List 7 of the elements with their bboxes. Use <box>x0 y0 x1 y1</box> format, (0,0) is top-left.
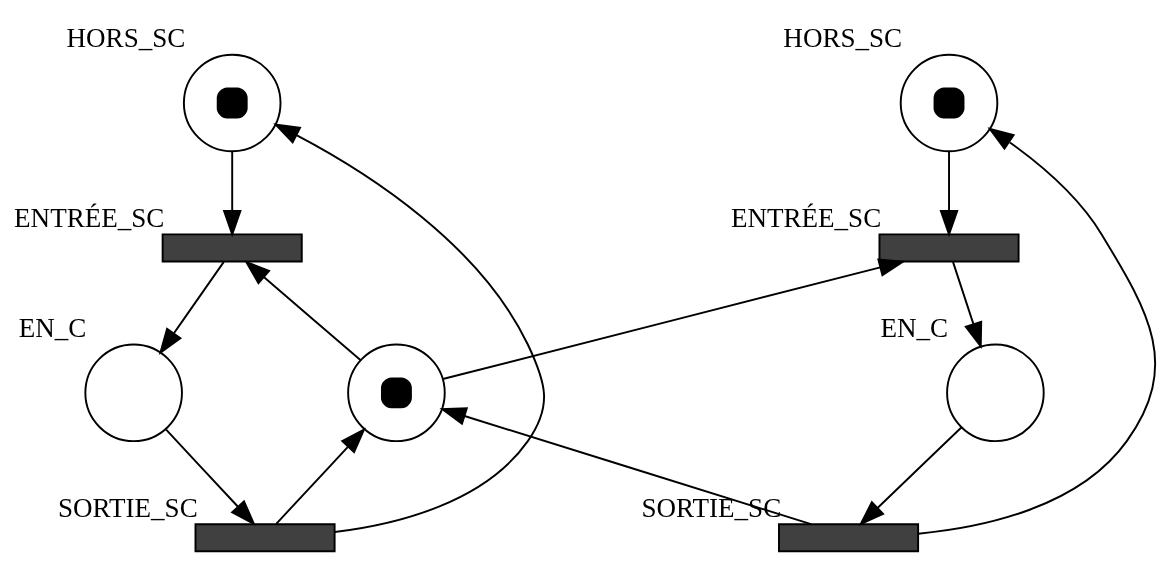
node-label: HORS_SC <box>66 23 186 54</box>
node-label: EN_C <box>18 313 87 344</box>
node-label: EN_C <box>880 313 949 344</box>
node-label: HORS_SC <box>783 23 903 54</box>
node-label: SORTIE_SC <box>58 492 198 523</box>
node-label: ENTRÉE_SC <box>730 203 882 234</box>
node-label: ENTRÉE_SC <box>14 203 165 234</box>
